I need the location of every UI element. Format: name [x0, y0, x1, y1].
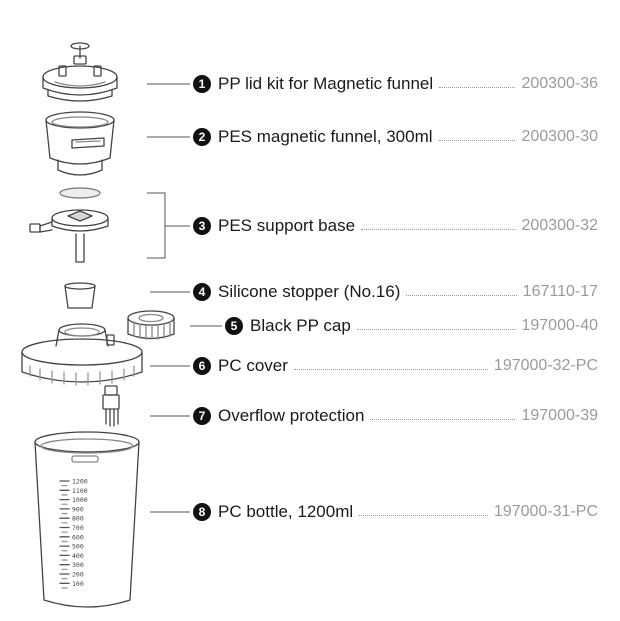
part-code-4: 167110-17: [522, 283, 598, 300]
part-row-8: 8 PC bottle, 1200ml 197000-31-PC: [193, 500, 598, 524]
dot-leader: [370, 418, 516, 420]
dot-leader: [361, 228, 516, 230]
dot-leader: [359, 514, 488, 516]
dot-leader: [439, 86, 516, 88]
part-row-7: 7 Overflow protection 197000-39: [193, 404, 598, 428]
cap-icon: [127, 310, 175, 340]
scale-label: 200: [72, 571, 84, 579]
part-name-6: PC cover: [218, 356, 288, 375]
part-code-1: 200300-36: [521, 75, 598, 92]
part-row-2: 2 PES magnetic funnel, 300ml 200300-30: [193, 125, 598, 149]
scale-label: 700: [72, 524, 84, 532]
part-code-5: 197000-40: [521, 317, 598, 334]
support-base-icon: [29, 187, 109, 263]
scale-label: 400: [72, 552, 84, 560]
part-code-7: 197000-39: [521, 407, 598, 424]
cover-icon: [21, 323, 143, 386]
stopper-icon: [64, 282, 96, 309]
scale-label: 500: [72, 543, 84, 551]
dot-leader: [293, 368, 488, 370]
part-row-3: 3 PES support base 200300-32: [193, 214, 598, 238]
funnel-icon: [45, 111, 115, 176]
part-code-3: 200300-32: [521, 217, 598, 234]
part-number-5: 5: [225, 317, 243, 335]
part-name-2: PES magnetic funnel, 300ml: [218, 127, 433, 146]
scale-label: 800: [72, 515, 84, 523]
part-name-1: PP lid kit for Magnetic funnel: [218, 74, 434, 93]
scale-label: 1000: [72, 496, 88, 504]
lid-kit-icon: [42, 42, 118, 102]
part-row-6: 6 PC cover 197000-32-PC: [193, 354, 598, 378]
dot-leader: [356, 328, 516, 330]
scale-label: 100: [72, 580, 84, 588]
part-row-5: 5 Black PP cap 197000-40: [225, 314, 598, 338]
part-number-7: 7: [193, 407, 211, 425]
scale-label: 600: [72, 533, 84, 541]
scale-label: 1200: [72, 478, 88, 486]
part-number-1: 1: [193, 75, 211, 93]
part-name-8: PC bottle, 1200ml: [218, 502, 354, 521]
part-name-3: PES support base: [218, 216, 356, 235]
scale-label: 900: [72, 505, 84, 513]
dot-leader: [438, 139, 516, 141]
overflow-protection-icon: [102, 385, 120, 427]
part-code-8: 197000-31-PC: [493, 503, 598, 520]
part-name-7: Overflow protection: [218, 406, 365, 425]
part-code-2: 200300-30: [521, 128, 598, 145]
part-code-6: 197000-32-PC: [493, 357, 598, 374]
dot-leader: [406, 294, 517, 296]
leader-lines: [147, 83, 222, 513]
part-number-8: 8: [193, 503, 211, 521]
part-row-4: 4 Silicone stopper (No.16) 167110-17: [193, 280, 598, 304]
scale-label: 300: [72, 561, 84, 569]
part-row-1: 1 PP lid kit for Magnetic funnel 200300-…: [193, 72, 598, 96]
part-number-2: 2: [193, 128, 211, 146]
part-number-6: 6: [193, 357, 211, 375]
scale-label: 1100: [72, 487, 88, 495]
part-number-4: 4: [193, 283, 211, 301]
part-number-3: 3: [193, 217, 211, 235]
part-name-4: Silicone stopper (No.16): [218, 282, 401, 301]
part-name-5: Black PP cap: [250, 316, 351, 335]
